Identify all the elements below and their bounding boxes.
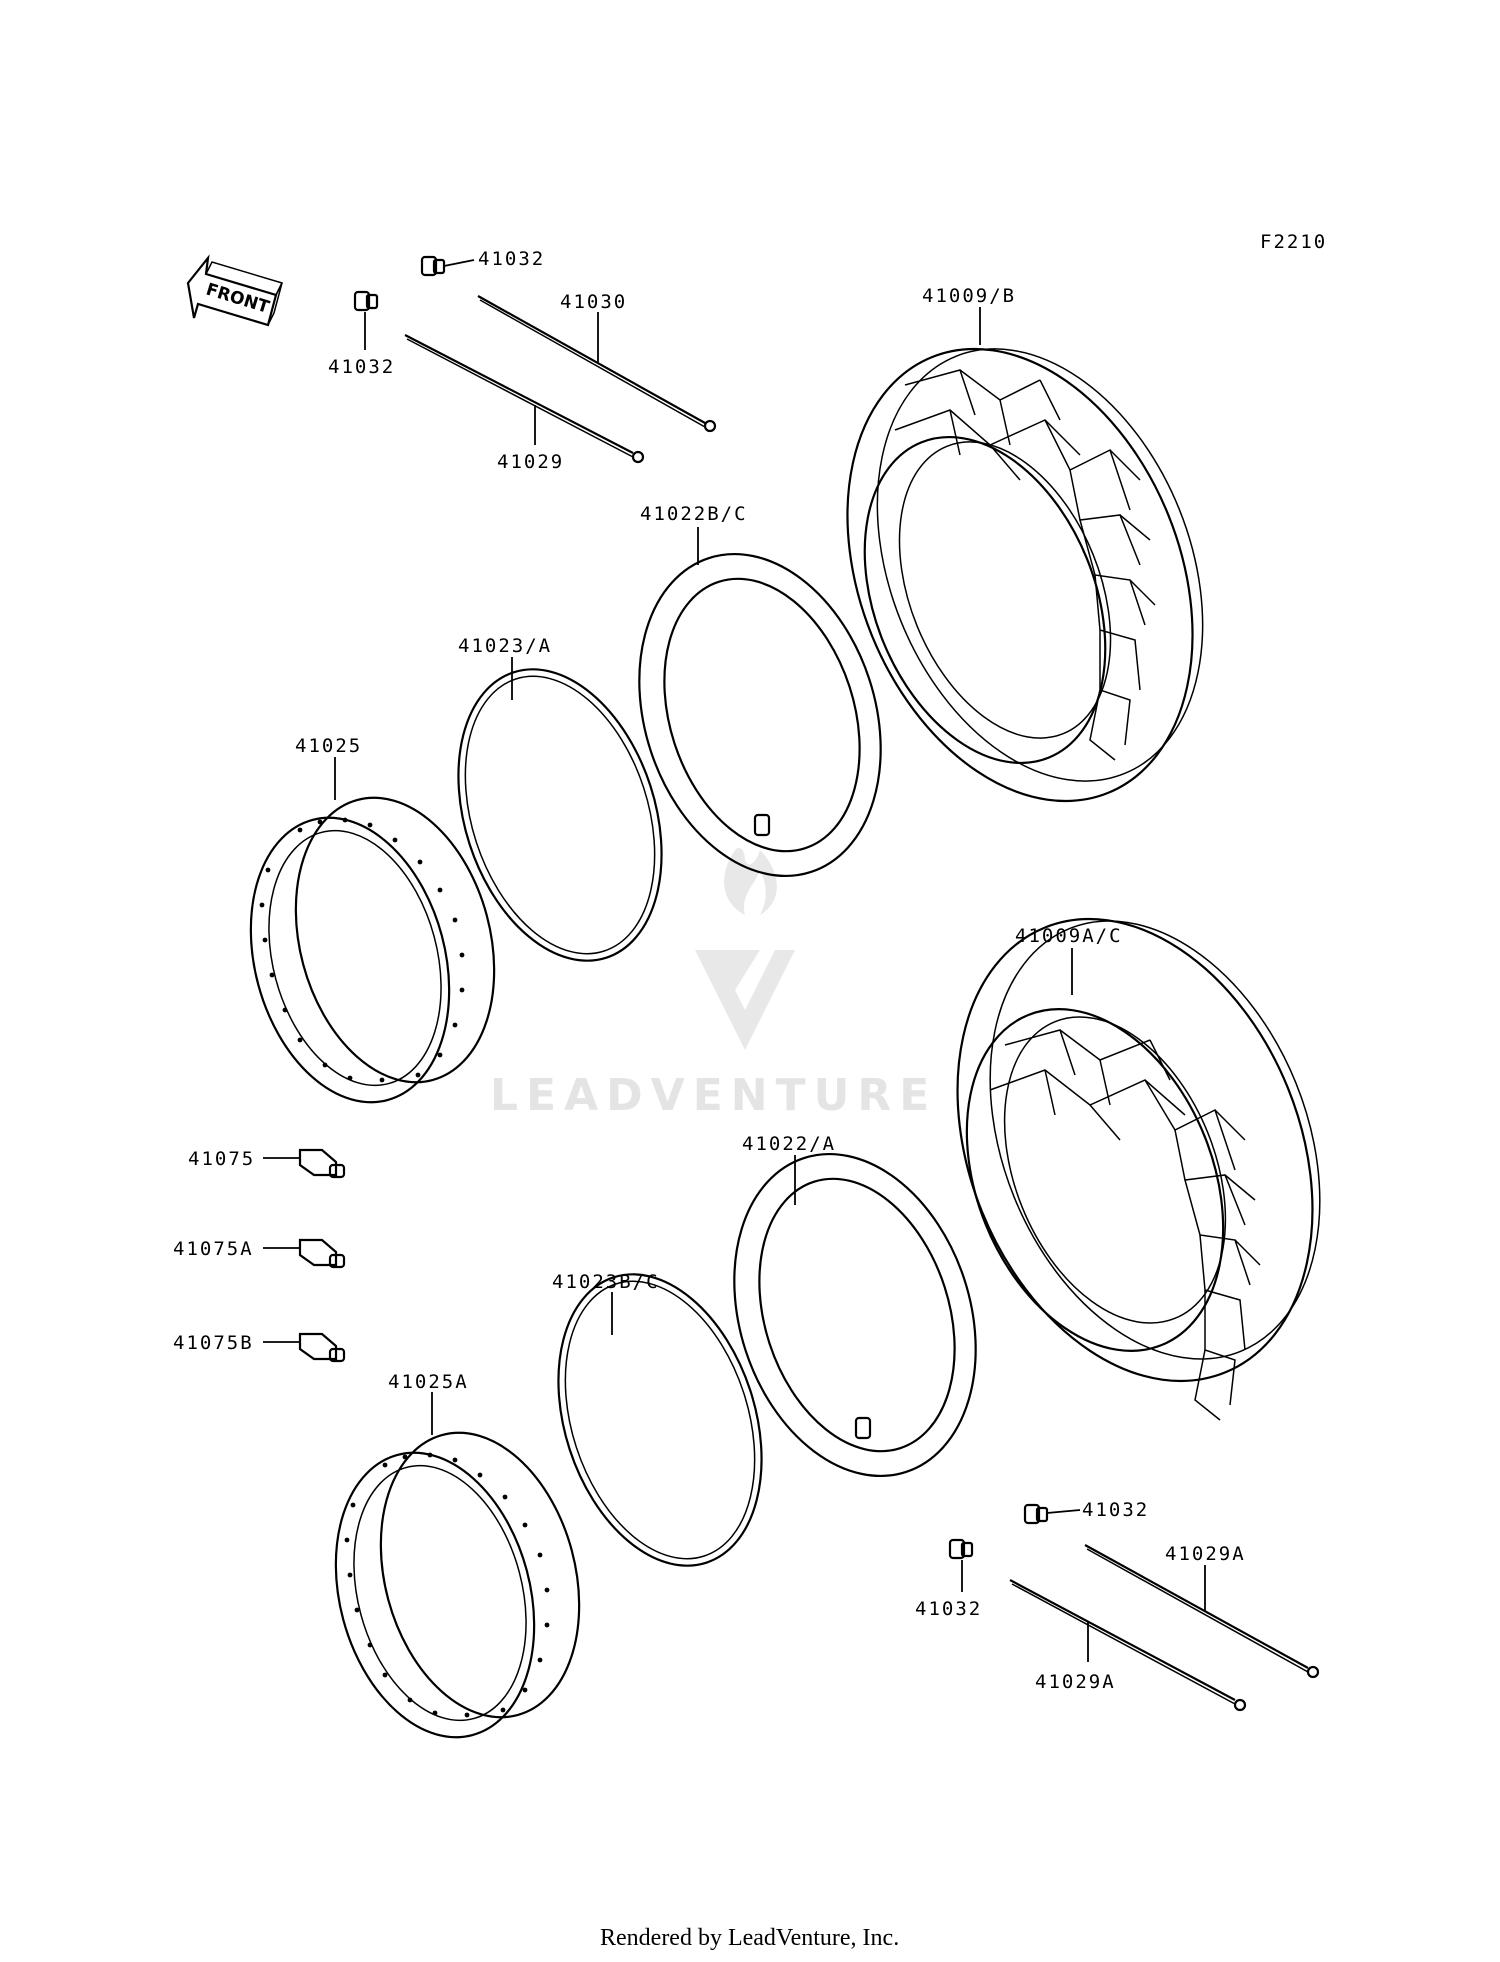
label-valve-cap-top-right: 41032 [478,248,545,270]
rim-rear-spoke-holes [259,817,465,1083]
valve-cap-top-left [353,290,379,350]
label-valve-41075a: 41075A [173,1238,254,1260]
label-valve-cap-bottom-right: 41032 [1082,1499,1149,1521]
label-valve-cap-bottom-left: 41032 [915,1598,982,1620]
label-rim-band-rear: 41023/A [458,635,552,657]
label-tube-rear: 41022B/C [640,503,748,525]
label-rim-band-front: 41023B/C [552,1271,660,1293]
spoke-41030 [477,295,717,433]
label-spoke-41029: 41029 [497,451,564,473]
spoke-41029a-left [1009,1579,1247,1712]
rim-front [334,1392,581,1739]
leadventure-watermark: LEADVENTURE [490,848,937,1121]
valve-41075 [263,1148,346,1179]
tire-rear [846,307,1204,803]
label-valve-41075b: 41075B [173,1332,254,1354]
tire-front [956,917,1321,1421]
valve-cap-bottom-left [948,1538,974,1592]
rim-band-front [557,1273,763,1567]
footer-credit: Rendered by LeadVenture, Inc. [600,1925,899,1951]
spoke-41029 [404,334,645,464]
label-valve-cap-top-left: 41032 [328,356,395,378]
label-tire-front: 41009A/C [1015,925,1123,947]
rim-rear [249,757,496,1104]
watermark-text: LEADVENTURE [490,1070,937,1121]
valve-cap-bottom-right [1023,1503,1081,1525]
valve-cap-top-right [420,255,475,277]
label-spoke-41029a-left: 41029A [1035,1671,1116,1693]
label-valve-41075: 41075 [188,1148,255,1170]
label-rim-front: 41025A [388,1371,469,1393]
rim-front-spoke-holes [344,1452,550,1718]
valve-41075a [263,1238,346,1269]
tube-rear [638,527,882,877]
label-spoke-41029a-right: 41029A [1165,1543,1246,1565]
front-label: FRONT [204,280,272,318]
label-tube-front: 41022/A [742,1133,836,1155]
label-rim-rear: 41025 [295,735,362,757]
front-arrow-icon: FRONT [186,254,284,327]
spoke-41029a-right [1084,1544,1320,1679]
rim-band-rear [457,657,663,962]
valve-41075b [263,1332,346,1363]
diagram-code: F2210 [1260,231,1327,253]
label-tire-rear: 41009/B [922,285,1016,307]
label-spoke-41030: 41030 [560,291,627,313]
tube-front [733,1153,977,1477]
